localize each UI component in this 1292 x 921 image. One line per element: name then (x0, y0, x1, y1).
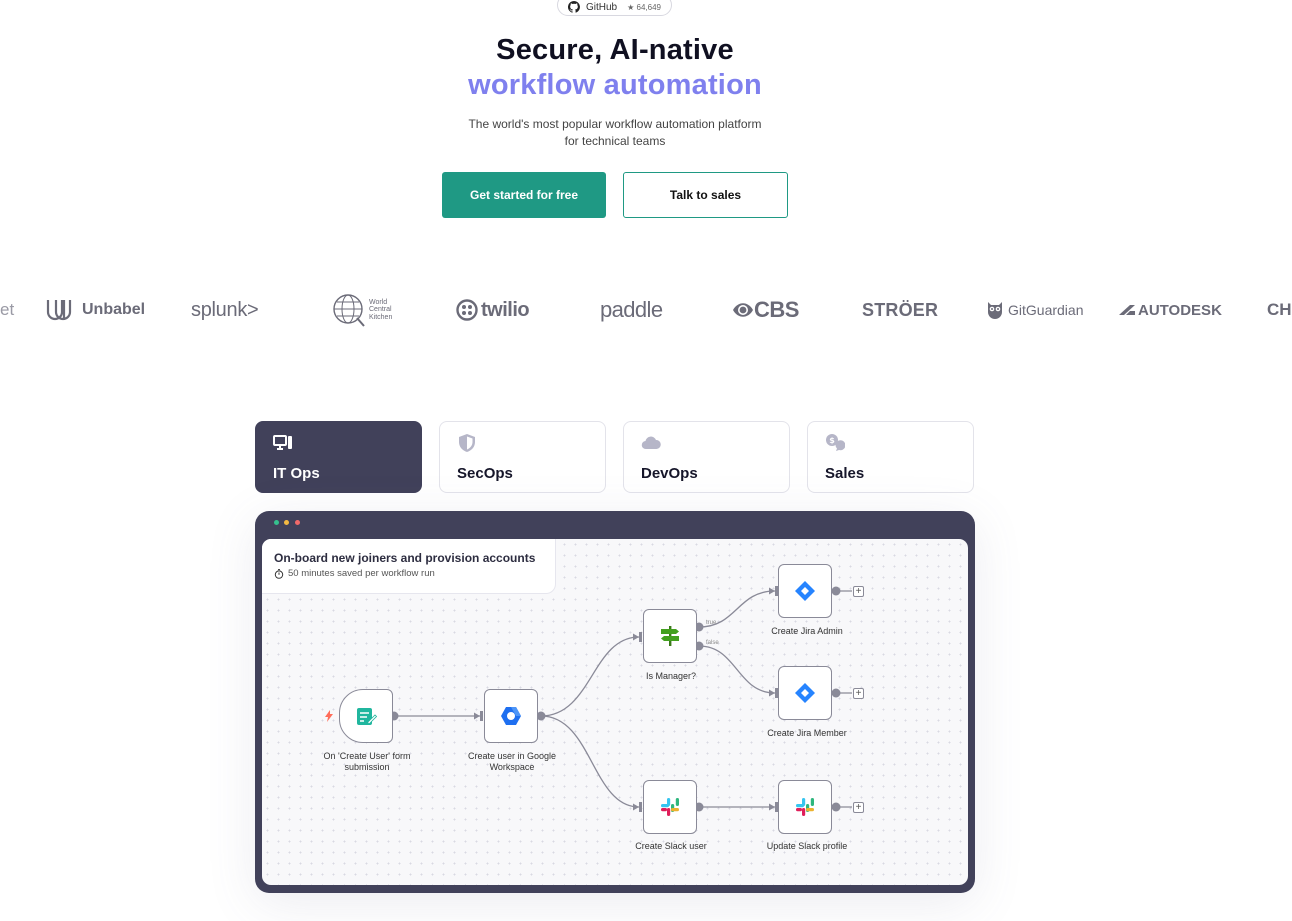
branch-false-label: false (706, 640, 719, 646)
logo-paddle: paddle (600, 297, 663, 322)
window-dot-green (274, 520, 279, 525)
tab-devops[interactable]: DevOps (623, 421, 790, 493)
tab-sales[interactable]: $ Sales (807, 421, 974, 493)
stopwatch-icon (274, 568, 284, 579)
node-jira-member-label: Create Jira Member (767, 728, 847, 738)
logo-autodesk: AUTODESK (1119, 292, 1222, 328)
shield-icon (459, 434, 475, 452)
workflow-time-saved: 50 minutes saved per workflow run (274, 568, 555, 579)
tab-secops[interactable]: SecOps (439, 421, 606, 493)
logo-twilio: twilio (456, 292, 530, 328)
add-node-after-slack-update-button[interactable]: + (853, 802, 864, 813)
logo-splunk: splunk> (191, 298, 259, 321)
slack-icon (661, 798, 679, 816)
branch-true-label: true (706, 620, 717, 626)
computer-icon (273, 435, 292, 450)
logo-gitguardian: GitGuardian (985, 292, 1083, 328)
unbabel-mark-icon (46, 300, 72, 321)
node-update-slack-profile-label: Update Slack profile (766, 841, 848, 851)
node-jira-member[interactable] (778, 666, 832, 720)
logo-stroer: STRÖER (862, 299, 939, 320)
jira-icon (795, 683, 815, 703)
node-is-manager-label: Is Manager? (645, 671, 697, 681)
talk-to-sales-button[interactable]: Talk to sales (623, 172, 788, 218)
node-update-slack-profile[interactable] (778, 780, 832, 834)
slack-icon (796, 798, 814, 816)
tab-it-ops[interactable]: IT Ops (255, 421, 422, 493)
add-node-after-jira-member-button[interactable]: + (853, 688, 864, 699)
trigger-bolt-icon (325, 710, 333, 722)
node-create-slack-user[interactable] (643, 780, 697, 834)
tab-label: SecOps (457, 465, 513, 482)
logo-edge-left: et (0, 300, 15, 319)
twilio-mark-icon (456, 299, 478, 321)
globe-icon (333, 294, 365, 327)
node-form-label: On 'Create User' form submission (323, 751, 411, 772)
window-dot-yellow (284, 520, 289, 525)
hero-title-line1: Secure, AI-native (496, 34, 734, 66)
github-label: GitHub (586, 1, 618, 13)
tab-label: Sales (825, 465, 865, 482)
logo-edge-right: CH (1267, 300, 1292, 319)
github-stars-badge[interactable]: GitHub ★ 64,649 (557, 0, 672, 16)
time-saved-text: 50 minutes saved per workflow run (288, 568, 435, 579)
node-form-trigger[interactable] (339, 689, 393, 743)
window-dot-red (295, 520, 300, 525)
get-started-button[interactable]: Get started for free (442, 172, 606, 218)
node-is-manager[interactable] (643, 609, 697, 663)
workflow-title: On-board new joiners and provision accou… (274, 551, 536, 565)
workflow-preview-window: On-board new joiners and provision accou… (255, 511, 975, 893)
owl-icon (988, 302, 1002, 319)
tab-label: DevOps (641, 465, 698, 482)
autodesk-mark-icon (1119, 305, 1135, 315)
logo-cbs: CBS (732, 292, 799, 328)
node-google-workspace[interactable] (484, 689, 538, 743)
logo-world-central-kitchen: World Central Kitchen (331, 292, 399, 328)
workflow-canvas[interactable]: On-board new joiners and provision accou… (262, 539, 968, 885)
logo-unbabel: Unbabel (45, 292, 145, 328)
google-cloud-icon (501, 707, 521, 725)
sales-chat-icon: $ (826, 434, 845, 451)
svg-text:$: $ (829, 436, 835, 445)
github-star-count: ★ 64,649 (627, 2, 661, 12)
github-icon (568, 1, 580, 13)
node-create-slack-user-label: Create Slack user (635, 841, 707, 851)
jira-icon (795, 581, 815, 601)
hero-subtitle: The world's most popular workflow automa… (468, 117, 762, 148)
add-node-after-jira-admin-button[interactable]: + (853, 586, 864, 597)
hero-title: Secure, AI-native workflow automation (0, 34, 1230, 102)
node-google-label: Create user in Google Workspace (467, 751, 557, 772)
cloud-icon (641, 436, 661, 450)
form-icon (357, 708, 377, 725)
signpost-icon (661, 626, 679, 646)
tab-label: IT Ops (273, 465, 320, 482)
workflow-info-card: On-board new joiners and provision accou… (262, 539, 556, 594)
node-jira-admin-label: Create Jira Admin (771, 626, 843, 636)
workflow-connections (389, 586, 852, 812)
hero-title-line2: workflow automation (468, 69, 762, 101)
cbs-eye-icon (733, 303, 753, 317)
node-jira-admin[interactable] (778, 564, 832, 618)
